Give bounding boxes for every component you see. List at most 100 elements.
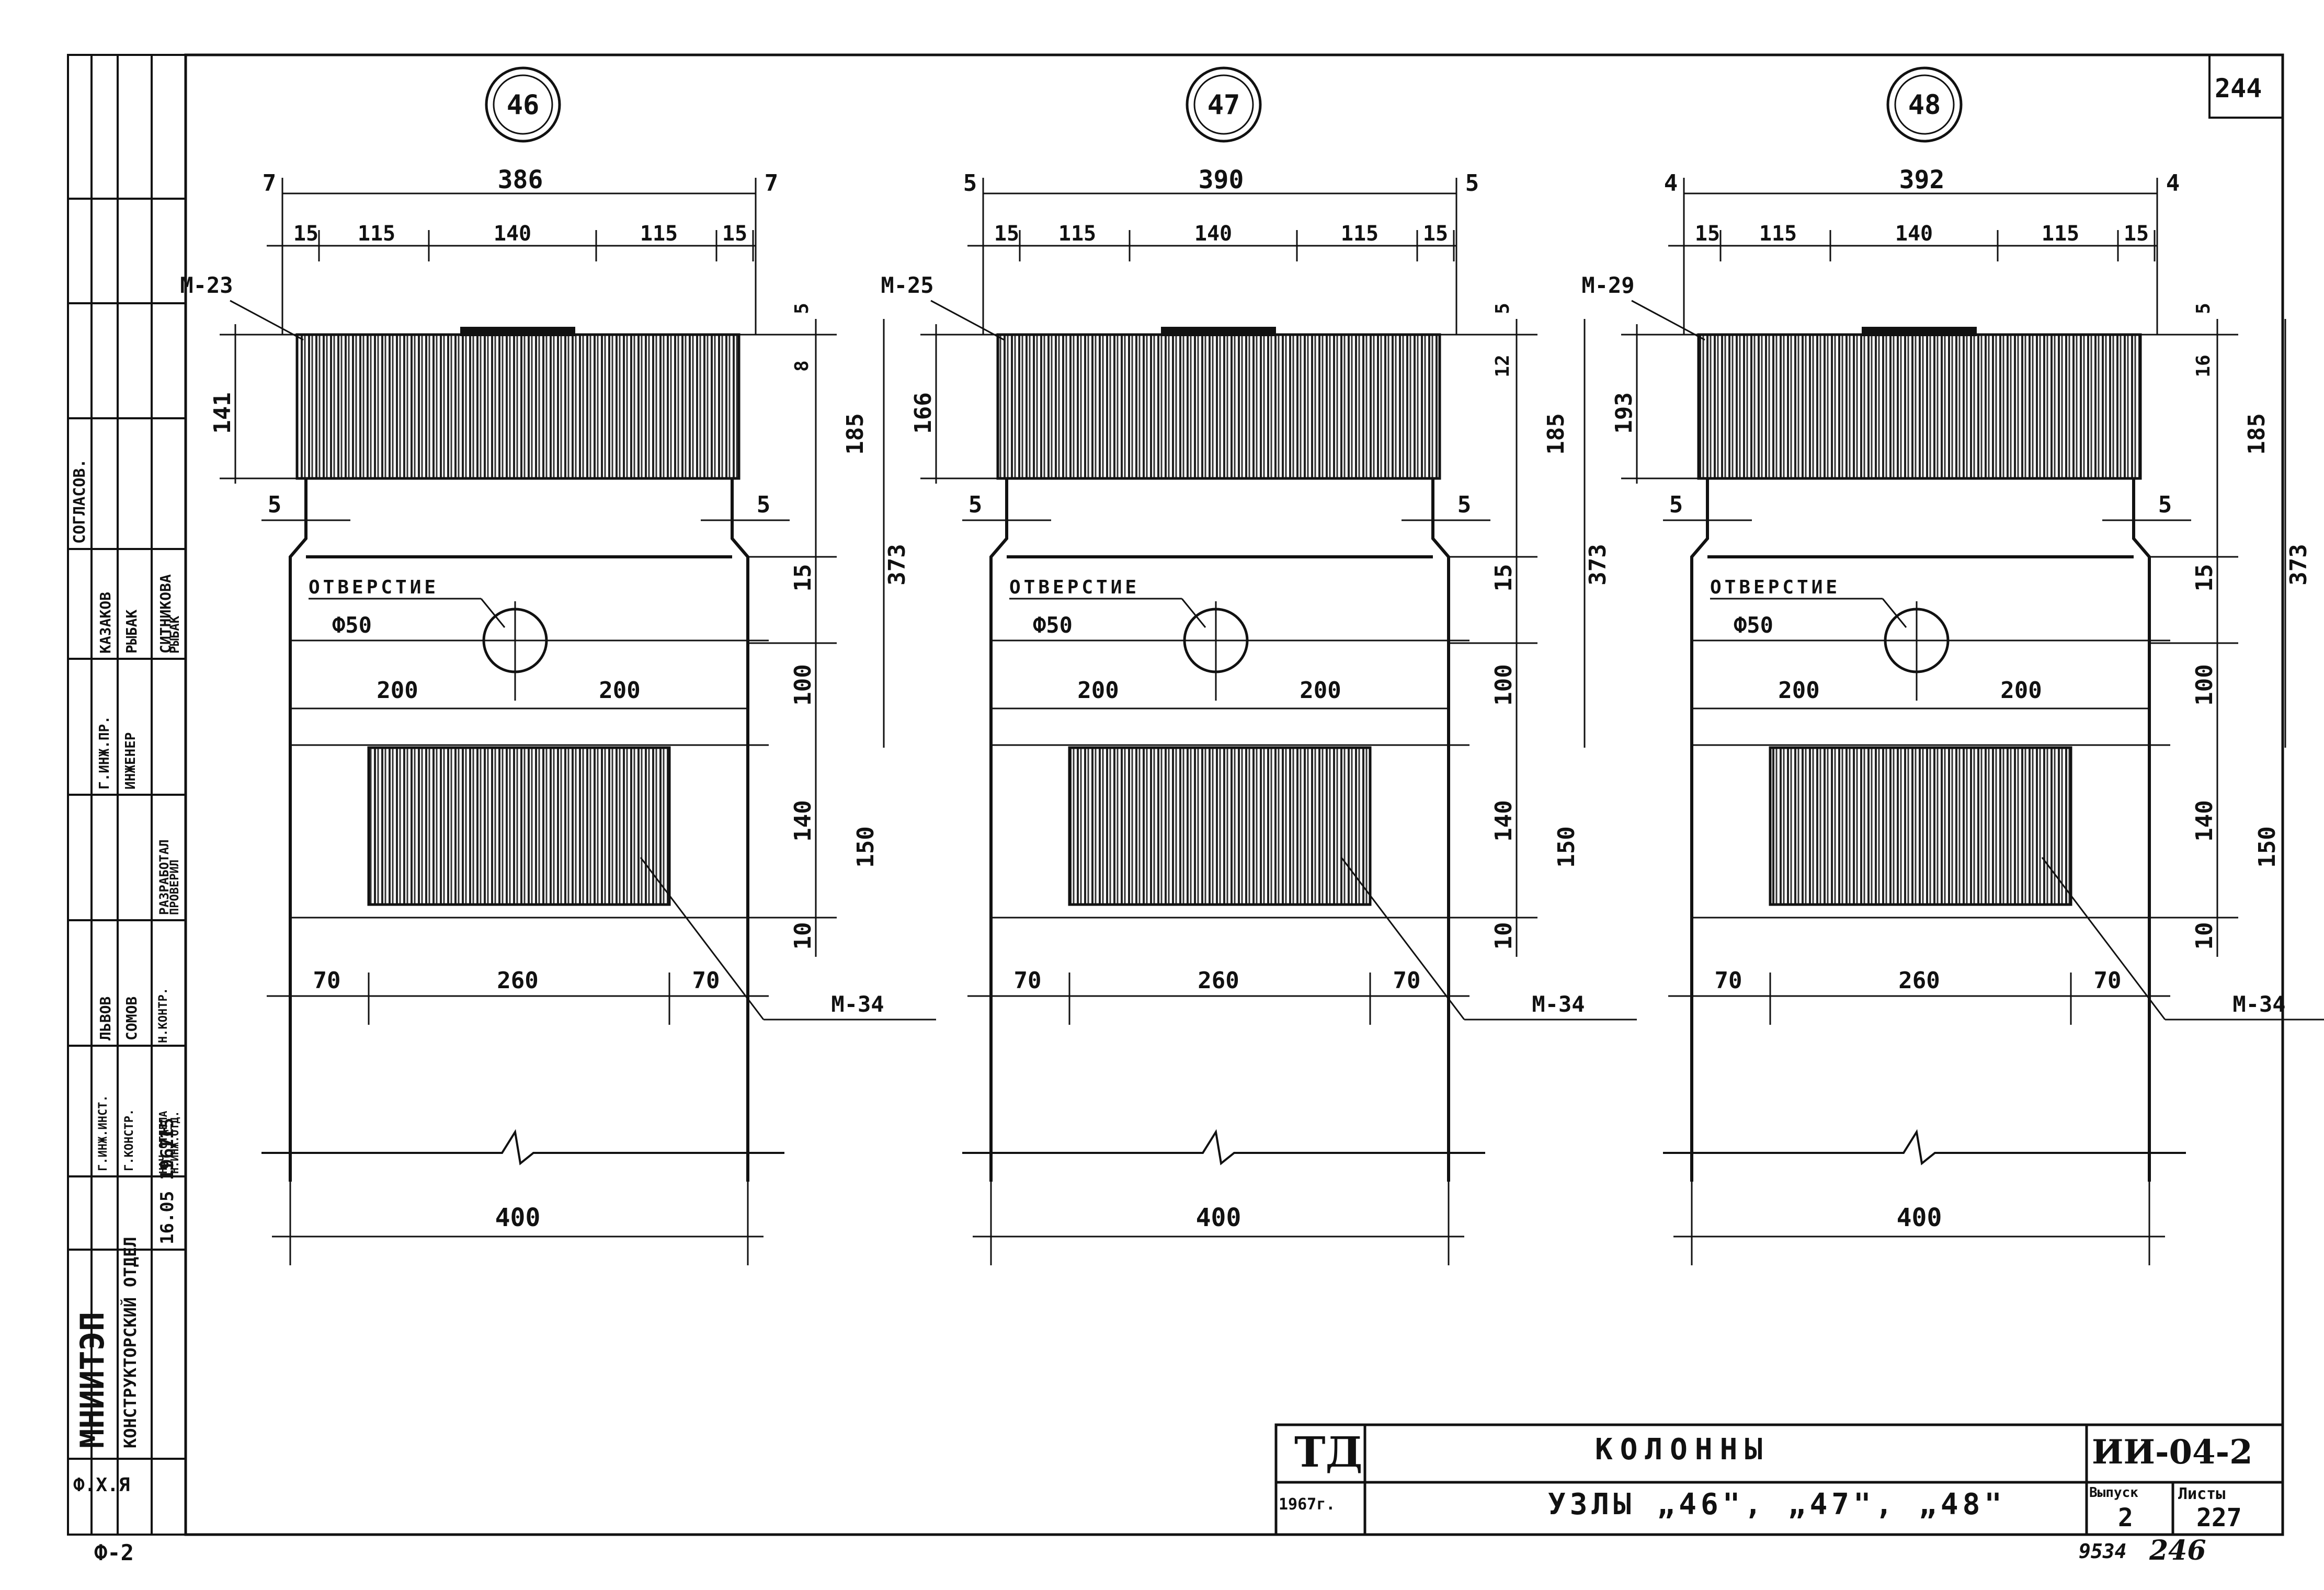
title-year: 1967г. — [1279, 1495, 1336, 1514]
bottom-right-code: 9534 — [2079, 1540, 2127, 1563]
small-top-right: 5 — [2193, 303, 2214, 314]
dept-name: КОНСТРУКТОРСКИЙ ОТДЕЛ — [120, 1237, 140, 1448]
top-plate-hatched — [996, 333, 1441, 480]
lower-plate-hatched — [1068, 746, 1372, 906]
node-number: 47 — [1207, 89, 1240, 121]
leader-line — [1631, 300, 1705, 341]
top-edge-left: 7 — [263, 170, 277, 197]
mark-top: М-23 — [180, 272, 233, 298]
stamp-footer: Ф.Х.Я — [73, 1474, 130, 1496]
vertical-dimension: 373 — [884, 544, 910, 585]
node-circle-inner — [1894, 74, 1955, 135]
hole-offset-left: 200 — [1778, 677, 1819, 704]
vertical-dimension: 150 — [2254, 826, 2281, 867]
small-right: 8 — [791, 360, 813, 372]
hole-label: ОТВЕРСТИЕ — [1710, 577, 1840, 598]
lower-plate-hatched — [1769, 746, 2072, 906]
top-plate-rib — [460, 327, 575, 336]
hole-offset-left: 200 — [1077, 677, 1119, 704]
vertical-dimension: 100 — [2191, 664, 2218, 705]
leader-line — [640, 857, 765, 1020]
vertical-dimension: 10 — [2191, 922, 2218, 950]
issue-label: Выпуск — [2089, 1485, 2138, 1501]
hole-diameter: Ф50 — [1033, 612, 1073, 638]
title-logo: ТД — [1294, 1427, 1363, 1477]
hole-diameter: Ф50 — [332, 612, 372, 638]
vertical-dimension: 100 — [790, 664, 816, 705]
bottom-segment: 260 — [1898, 967, 1940, 994]
title-block — [1274, 1423, 2284, 1536]
hole-offset-right: 200 — [599, 677, 640, 704]
column-outline — [289, 478, 749, 1182]
bottom-left-code: Ф-2 — [94, 1540, 134, 1565]
side-gap-left: 5 — [268, 491, 282, 518]
bottom-segment: 260 — [497, 967, 538, 994]
leader-line — [480, 598, 506, 628]
vertical-dimension: 15 — [1490, 564, 1517, 592]
hole-diameter: Ф50 — [1734, 612, 1773, 638]
side-stamp — [67, 54, 187, 1536]
hole-offset-right: 200 — [1300, 677, 1341, 704]
stamp-role-8: НАЧ.ОТДЕЛА — [157, 1111, 169, 1174]
break-line — [962, 1129, 1485, 1165]
stamp-name-6: СОМОВ — [123, 996, 140, 1040]
drawing-title: КОЛОННЫ — [1595, 1433, 1770, 1467]
leader-line — [1181, 598, 1206, 628]
segment-value: 15 — [293, 222, 318, 246]
segment-value: 140 — [494, 222, 531, 246]
top-total: 392 — [1899, 165, 1945, 195]
node-number: 48 — [1908, 89, 1941, 121]
stamp-role-2: ИНЖЕНЕР — [123, 732, 139, 790]
segment-value: 15 — [1423, 222, 1448, 246]
stamp-name-4: РЫБАК — [167, 615, 182, 654]
node-circle-outer — [1186, 66, 1262, 143]
vertical-dimension: 140 — [1490, 800, 1517, 841]
node-circle-outer — [1886, 66, 1963, 143]
vertical-dimension: 15 — [2191, 564, 2218, 592]
hole-label: ОТВЕРСТИЕ — [1009, 577, 1140, 598]
top-edge-left: 4 — [1664, 170, 1678, 197]
bottom-segment: 260 — [1198, 967, 1239, 994]
break-line — [1663, 1129, 2186, 1165]
segment-value: 115 — [1058, 222, 1096, 246]
bottom-segment: 70 — [1014, 967, 1042, 994]
small-top-right: 5 — [791, 303, 813, 314]
segment-value: 115 — [1341, 222, 1379, 246]
bottom-segment: 70 — [313, 967, 341, 994]
vertical-dimension: 140 — [790, 800, 816, 841]
break-line — [261, 1129, 784, 1165]
top-plate-hatched — [295, 333, 741, 480]
top-plate-rib — [1161, 327, 1276, 336]
bottom-right-mark: 246 — [2149, 1535, 2206, 1566]
stamp-name-1: КАЗАКОВ — [97, 591, 114, 654]
vertical-dimension: 10 — [1490, 922, 1517, 950]
vertical-dimension: 15 — [790, 564, 816, 592]
side-gap-right: 5 — [757, 491, 771, 518]
column-outline — [1690, 478, 2151, 1182]
vertical-dimension: 373 — [1585, 544, 1611, 585]
segment-value: 115 — [2042, 222, 2079, 246]
series-code: ИИ-04-2 — [2092, 1433, 2253, 1472]
vertical-dimension: 10 — [790, 922, 816, 950]
left-height: 141 — [209, 392, 236, 433]
stamp-role-9: Н.ИНЖ.ОТД. — [168, 1111, 181, 1174]
column-width: 400 — [1897, 1203, 1942, 1232]
top-plate-hatched — [1697, 333, 2142, 480]
top-total: 390 — [1199, 165, 1244, 195]
hole-offset-left: 200 — [377, 677, 418, 704]
segment-value: 115 — [640, 222, 678, 246]
column-outline — [989, 478, 1450, 1182]
small-right: 12 — [1492, 354, 1513, 377]
bottom-segment: 70 — [692, 967, 720, 994]
segment-value: 15 — [2124, 222, 2149, 246]
leader-line — [230, 300, 304, 341]
hole-label: ОТВЕРСТИЕ — [309, 577, 439, 598]
segment-value: 140 — [1194, 222, 1232, 246]
stamp-role-5: Н.КОНТР. — [157, 988, 170, 1043]
stamp-role-7: Г.КОНСТР. — [123, 1108, 136, 1171]
node-circle-outer — [485, 66, 561, 143]
sheet-label: Листы — [2178, 1485, 2226, 1503]
leader-line — [1882, 598, 1907, 628]
